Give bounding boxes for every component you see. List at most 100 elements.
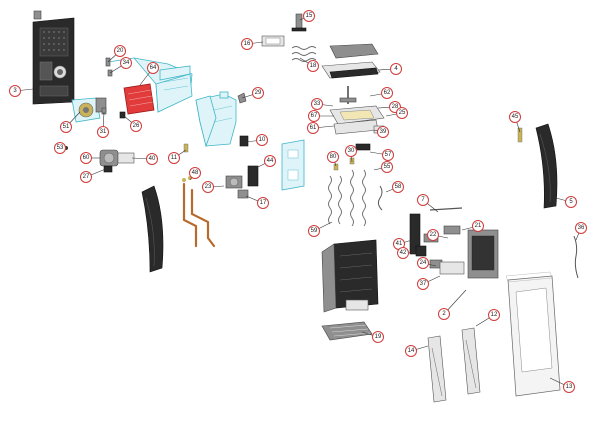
- callout-c17: 17: [257, 197, 269, 209]
- callout-circle: [120, 57, 132, 69]
- callout-number: 5: [569, 199, 573, 205]
- callout-number: 18: [310, 63, 317, 69]
- callout-number: 55: [384, 164, 391, 170]
- callout-circle: [381, 87, 393, 99]
- callout-c41: 41: [393, 238, 405, 250]
- callout-c18: 18: [307, 60, 319, 72]
- callout-circle: [345, 145, 357, 157]
- callout-circle: [509, 111, 521, 123]
- callout-c7: 7: [417, 194, 429, 206]
- part-front-frame: [505, 271, 561, 397]
- callout-c13: 13: [563, 381, 575, 393]
- callout-c25: 25: [396, 107, 408, 119]
- callout-number: 59: [311, 228, 318, 234]
- callout-c45: 45: [509, 111, 521, 123]
- callout-circle: [130, 120, 142, 132]
- callout-number: 31: [100, 129, 107, 135]
- callout-c27: 27: [80, 171, 92, 183]
- callout-circle: [427, 229, 439, 241]
- callout-c44: 44: [264, 155, 276, 167]
- callout-number: 62: [384, 90, 391, 96]
- callout-circle: [417, 278, 429, 290]
- part-top-plate-4: [321, 43, 381, 79]
- part-spring-18: [291, 46, 317, 62]
- part-auger-motor: [99, 149, 135, 173]
- callout-c34: 34: [120, 57, 132, 69]
- callout-circle: [417, 257, 429, 269]
- callout-circle: [264, 155, 276, 167]
- part-combustion-fan: [71, 97, 107, 123]
- callout-number: 67: [311, 113, 318, 119]
- callout-circle: [417, 194, 429, 206]
- callout-circle: [168, 152, 180, 164]
- part-screw-45: [517, 127, 523, 143]
- callout-circle: [381, 161, 393, 173]
- part-wire-36: [573, 235, 579, 279]
- callout-circle: [308, 225, 320, 237]
- part-firebox: [321, 239, 379, 313]
- part-side-rail-14: [427, 335, 447, 403]
- callout-number: 14: [408, 348, 415, 354]
- callout-circle: [146, 153, 158, 165]
- callout-c59: 59: [308, 225, 320, 237]
- callout-c37: 37: [417, 278, 429, 290]
- callout-number: 2: [442, 311, 446, 317]
- part-top-clip-15: [291, 13, 307, 32]
- callout-number: 64: [150, 65, 157, 71]
- callout-c22: 22: [427, 229, 439, 241]
- part-display-panel: [467, 229, 499, 279]
- callout-circle: [563, 381, 575, 393]
- part-screw-11: [183, 143, 189, 153]
- part-ignitor-assembly: [225, 165, 259, 199]
- callout-circle: [241, 38, 253, 50]
- part-spring-rods: [328, 157, 383, 227]
- callout-c33: 33: [311, 98, 323, 110]
- callout-circle: [189, 167, 201, 179]
- part-side-panel-left: [141, 185, 164, 273]
- callout-c14: 14: [405, 345, 417, 357]
- callout-circle: [575, 222, 587, 234]
- callout-c42: 42: [397, 247, 409, 259]
- callout-number: 26: [133, 123, 140, 129]
- callout-number: 20: [117, 48, 124, 54]
- part-tab-top-left: [33, 10, 42, 20]
- callout-c15: 15: [303, 10, 315, 22]
- callout-circle: [97, 126, 109, 138]
- callout-c55: 55: [381, 161, 393, 173]
- callout-number: 11: [171, 155, 178, 161]
- callout-circle: [9, 85, 21, 97]
- callout-c29: 29: [252, 87, 264, 99]
- callout-number: 57: [385, 152, 392, 158]
- callout-number: 33: [314, 101, 321, 107]
- callout-c53: 53: [54, 142, 66, 154]
- callout-number: 23: [205, 184, 212, 190]
- callout-number: 61: [310, 125, 317, 131]
- callout-c64: 64: [147, 62, 159, 74]
- callout-number: 39: [380, 129, 387, 135]
- callout-c12: 12: [488, 309, 500, 321]
- callout-circle: [377, 126, 389, 138]
- callout-circle: [256, 134, 268, 146]
- callout-c24: 24: [417, 257, 429, 269]
- part-smoke-chamber-right: [195, 91, 237, 148]
- callout-number: 3: [13, 88, 17, 94]
- callout-circle: [488, 309, 500, 321]
- callout-c61: 61: [307, 122, 319, 134]
- part-side-panel-right: [535, 123, 558, 209]
- callout-c67: 67: [308, 110, 320, 122]
- callout-c30: 30: [345, 145, 357, 157]
- leader-lines: [14, 15, 582, 388]
- callout-circle: [396, 107, 408, 119]
- callout-number: 34: [123, 60, 130, 66]
- callout-c39: 39: [377, 126, 389, 138]
- callout-number: 4: [394, 66, 398, 72]
- callout-number: 80: [330, 154, 337, 160]
- callout-number: 21: [475, 223, 482, 229]
- callout-circle: [307, 122, 319, 134]
- callout-number: 17: [260, 200, 267, 206]
- callout-circle: [54, 142, 66, 154]
- callout-circle: [80, 171, 92, 183]
- callout-number: 37: [420, 281, 427, 287]
